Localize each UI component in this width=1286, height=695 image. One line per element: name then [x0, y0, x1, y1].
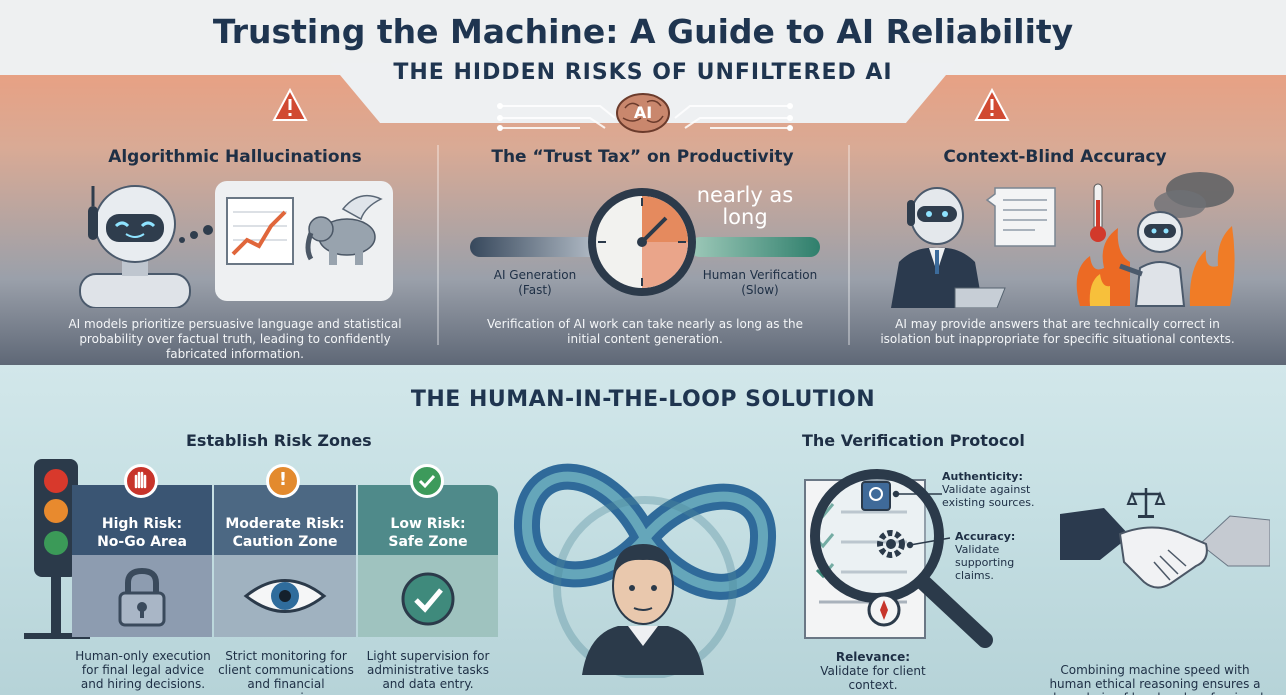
ai-generation-bar [470, 237, 600, 257]
protocol-relevance-text: Validate for client context. [820, 664, 926, 692]
risk-zone-high-title: High Risk: [101, 516, 183, 532]
protocol-authenticity-text: Validate against existing sources. [942, 483, 1035, 509]
flying-elephant-icon [305, 194, 383, 265]
protocol-heading: The Verification Protocol [802, 431, 1025, 450]
column-divider [437, 145, 439, 345]
ai-generation-label: AI Generation (Fast) [470, 268, 600, 298]
column-divider [848, 145, 850, 345]
protocol-accuracy-text: Validate supporting claims. [955, 543, 1015, 582]
risk-zones-heading: Establish Risk Zones [186, 431, 372, 450]
gear-icon [874, 527, 908, 561]
ai-generation-speed: (Fast) [518, 283, 552, 297]
closing-statement: Combining machine speed with human ethic… [1046, 663, 1263, 695]
stop-hand-icon [124, 464, 158, 498]
checkmark-badge-icon [410, 464, 444, 498]
fire-robot-icon [1076, 172, 1235, 307]
gauge-caption: nearly as long [696, 183, 794, 229]
handshake-icon [1060, 508, 1270, 589]
traffic-light-icon [24, 459, 90, 639]
risk-zone-high-subtitle: No-Go Area [97, 534, 187, 550]
risk-zone-moderate-subtitle: Caution Zone [232, 534, 338, 550]
thought-dots [179, 225, 213, 243]
column-title-context-blind: Context-Blind Accuracy [943, 147, 1167, 167]
protocol-accuracy: Accuracy: Validate supporting claims. [955, 530, 1025, 582]
lock-icon [118, 567, 166, 627]
infinity-loop-icon [513, 463, 776, 678]
risk-zone-moderate-desc: Strict monitoring for client communicati… [218, 649, 354, 695]
exclamation-icon: ! [266, 464, 300, 498]
section2-heading: THE HUMAN-IN-THE-LOOP SOLUTION [410, 387, 876, 412]
brain-label: AI [633, 103, 653, 122]
eye-icon [243, 579, 327, 613]
section1-heading: THE HIDDEN RISKS OF UNFILTERED AI [393, 60, 893, 85]
human-verification-speed: (Slow) [741, 283, 779, 297]
human-verification-bar [690, 237, 820, 257]
stopwatch-icon [588, 188, 696, 296]
risk-zone-low-title: Low Risk: [390, 516, 466, 532]
risk-zone-low: Low Risk: Safe Zone [358, 485, 498, 637]
check-circle-icon [401, 572, 455, 626]
human-verification-text: Human Verification [702, 268, 818, 282]
callout-lines [892, 490, 950, 549]
risk-zone-moderate-title: Moderate Risk: [225, 516, 345, 532]
column-title-hallucinations: Algorithmic Hallucinations [108, 147, 362, 167]
ai-generation-text: AI Generation [493, 268, 577, 282]
scales-icon [1126, 488, 1166, 518]
column-title-trust-tax: The “Trust Tax” on Productivity [491, 147, 794, 167]
human-avatar [582, 544, 704, 675]
protocol-relevance: Relevance: Validate for client context. [818, 650, 928, 692]
warning-icon [974, 88, 1010, 121]
brain-icon: AI [613, 90, 673, 136]
warning-icon [272, 88, 308, 121]
human-verification-label: Human Verification (Slow) [690, 268, 830, 298]
risk-zone-moderate: Moderate Risk: Caution Zone [214, 485, 356, 637]
risk-zone-low-desc: Light supervision for administrative tas… [366, 649, 490, 691]
thermometer-icon [1090, 183, 1106, 242]
main-title: Trusting the Machine: A Guide to AI Reli… [212, 12, 1074, 51]
risk-zone-high-desc: Human-only execution for final legal adv… [75, 649, 211, 691]
chart-icon [226, 197, 294, 265]
protocol-authenticity-label: Authenticity: [942, 470, 1023, 483]
protocol-authenticity: Authenticity: Validate against existing … [942, 470, 1052, 509]
thought-bubble [215, 181, 393, 301]
risk-zone-low-label: Low Risk: Safe Zone [358, 485, 498, 555]
protocol-accuracy-label: Accuracy: [955, 530, 1016, 543]
robot-icon [79, 185, 191, 308]
document-icon [985, 187, 1056, 247]
column-desc-context-blind: AI may provide answers that are technica… [880, 317, 1235, 346]
column-desc-hallucinations: AI models prioritize persuasive language… [68, 317, 402, 361]
risk-zone-low-subtitle: Safe Zone [388, 534, 468, 550]
compass-icon [866, 592, 902, 628]
protocol-relevance-label: Relevance: [835, 650, 911, 664]
circuit-lines-graphic [497, 103, 793, 131]
risk-zone-moderate-label: Moderate Risk: Caution Zone [214, 485, 356, 555]
column-desc-trust-tax: Verification of AI work can take nearly … [487, 317, 803, 346]
risk-zone-high: High Risk: No-Go Area [72, 485, 212, 637]
businessman-robot-icon [891, 187, 1006, 308]
book-icon [858, 478, 894, 514]
